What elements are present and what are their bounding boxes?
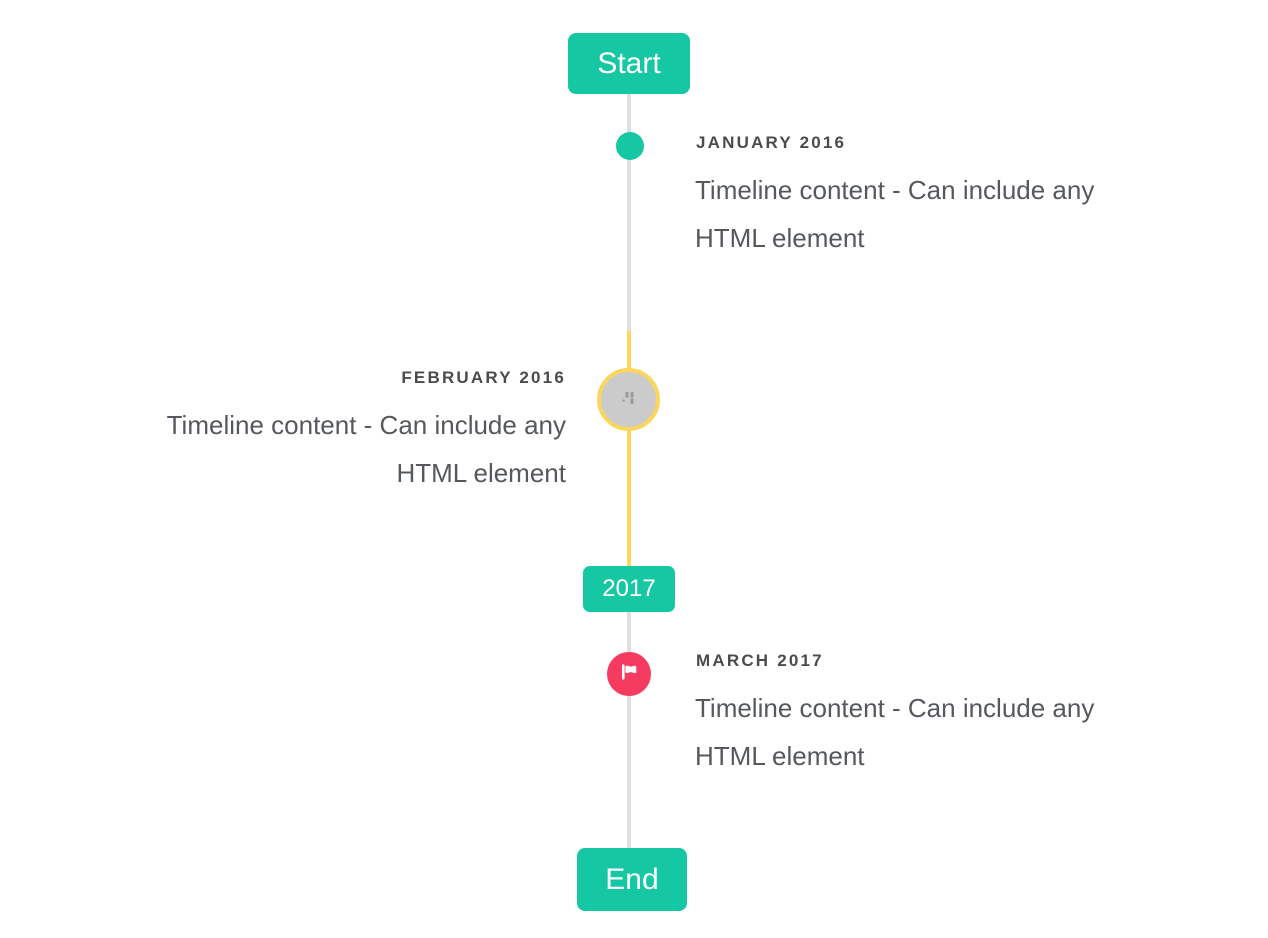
event-marker-february-circle	[597, 368, 660, 431]
event-content-line: Timeline content - Can include any	[695, 693, 1095, 723]
event-marker-march-circle	[607, 652, 651, 696]
event-content-january: Timeline content - Can include any HTML …	[695, 166, 1094, 262]
event-title-february: FEBRUARY 2016	[401, 368, 566, 387]
event-content-line: Timeline content - Can include any	[695, 175, 1095, 205]
year-2017-badge[interactable]: 2017	[583, 566, 675, 612]
event-content-line: HTML element	[695, 741, 865, 771]
start-badge[interactable]: Start	[568, 33, 690, 94]
timeline-line-highlight-segment	[627, 331, 631, 567]
event-content-line: HTML element	[695, 223, 865, 253]
end-badge[interactable]: End	[577, 848, 687, 911]
event-title-march: MARCH 2017	[696, 651, 824, 670]
event-content-february: Timeline content - Can include any HTML …	[167, 401, 566, 497]
event-content-line: Timeline content - Can include any	[166, 410, 566, 440]
event-marker-january-dot	[616, 132, 644, 160]
flag-icon	[618, 661, 640, 688]
event-content-march: Timeline content - Can include any HTML …	[695, 684, 1094, 780]
broken-image-icon	[621, 390, 637, 410]
event-content-line: HTML element	[396, 458, 566, 488]
event-title-january: JANUARY 2016	[696, 133, 847, 152]
